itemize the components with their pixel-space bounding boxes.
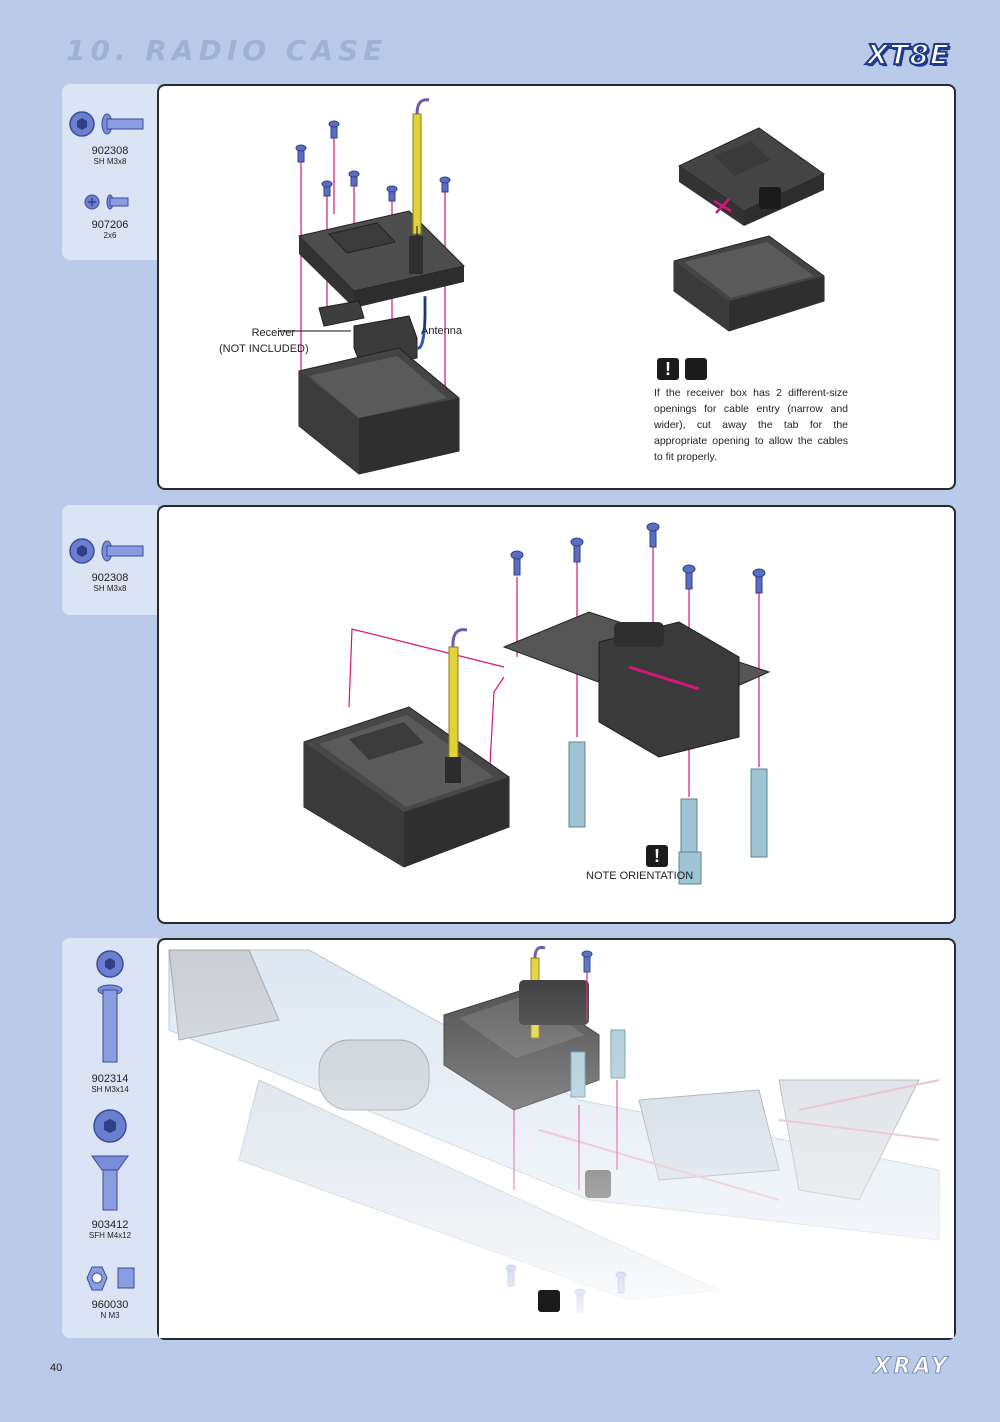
part-code: 907206 [91,219,129,231]
part-desc: SFH M4x12 [88,1231,132,1240]
model-logo: XT8E [866,37,950,72]
part-902308: 902308 SH M3x8 [62,110,158,166]
part-desc: SH M3x14 [91,1085,129,1094]
part-desc: SH M3x8 [93,584,127,593]
part-960030: 960030 N M3 [62,1264,158,1320]
step1-panel: Receiver (NOT INCLUDED) Antenna ! [157,84,956,490]
step1-parts-sidebar: 902308 SH M3x8 907206 2x6 [62,84,158,260]
part-902308: 902308 SH M3x8 [62,537,158,593]
part-907206: 907206 2x6 [62,190,158,240]
part-desc: N M3 [100,1311,120,1320]
radio-plate-assembly-diagram [303,522,771,885]
chassis-install-diagram [159,940,954,1338]
cut-tool-icon [759,187,781,209]
step1-instruction-note: If the receiver box has 2 different-size… [654,387,848,463]
threadlock-icon [538,1290,560,1312]
part-desc: 2x6 [103,231,117,240]
step2-panel: ! NOTE ORIENTATION [157,505,956,924]
part-902314: 902314 SH M3x14 [62,948,158,1094]
button-head-screw-long-icon [96,950,124,1063]
cut-tool-icon [685,358,707,380]
part-desc: SH M3x8 [93,157,127,166]
step3-parts-sidebar: 902314 SH M3x14 903412 SFH M4x12 960030 … [62,938,158,1338]
receiver-case-exploded-diagram [279,98,825,475]
page-number: 40 [50,1362,63,1374]
part-code: 960030 [91,1299,129,1311]
step3-panel [157,938,956,1340]
receiver-not-included-label: (NOT INCLUDED) [219,343,309,355]
part-code: 902308 [91,145,129,157]
antenna-label: Antenna [421,325,462,337]
receiver-label: Receiver [219,326,295,341]
page-title: 10. RADIO CASE [66,34,388,67]
nut-icon [86,1266,135,1291]
part-code: 903412 [91,1219,129,1231]
small-screw-icon [84,194,129,210]
button-head-screw-icon [69,111,144,137]
brand-logo: XRAY [873,1354,950,1380]
receiver-label-line1: Receiver [251,327,295,339]
button-head-screw-icon [69,538,144,564]
part-code: 902308 [91,572,129,584]
warning-icon: ! [657,358,679,380]
warning-icon: ! [646,845,668,867]
part-903412: 903412 SFH M4x12 [62,1108,158,1240]
part-code: 902314 [91,1073,129,1085]
step2-parts-sidebar: 902308 SH M3x8 [62,505,158,615]
note-orientation-label: NOTE ORIENTATION [586,870,694,882]
flat-head-screw-icon [91,1109,129,1211]
